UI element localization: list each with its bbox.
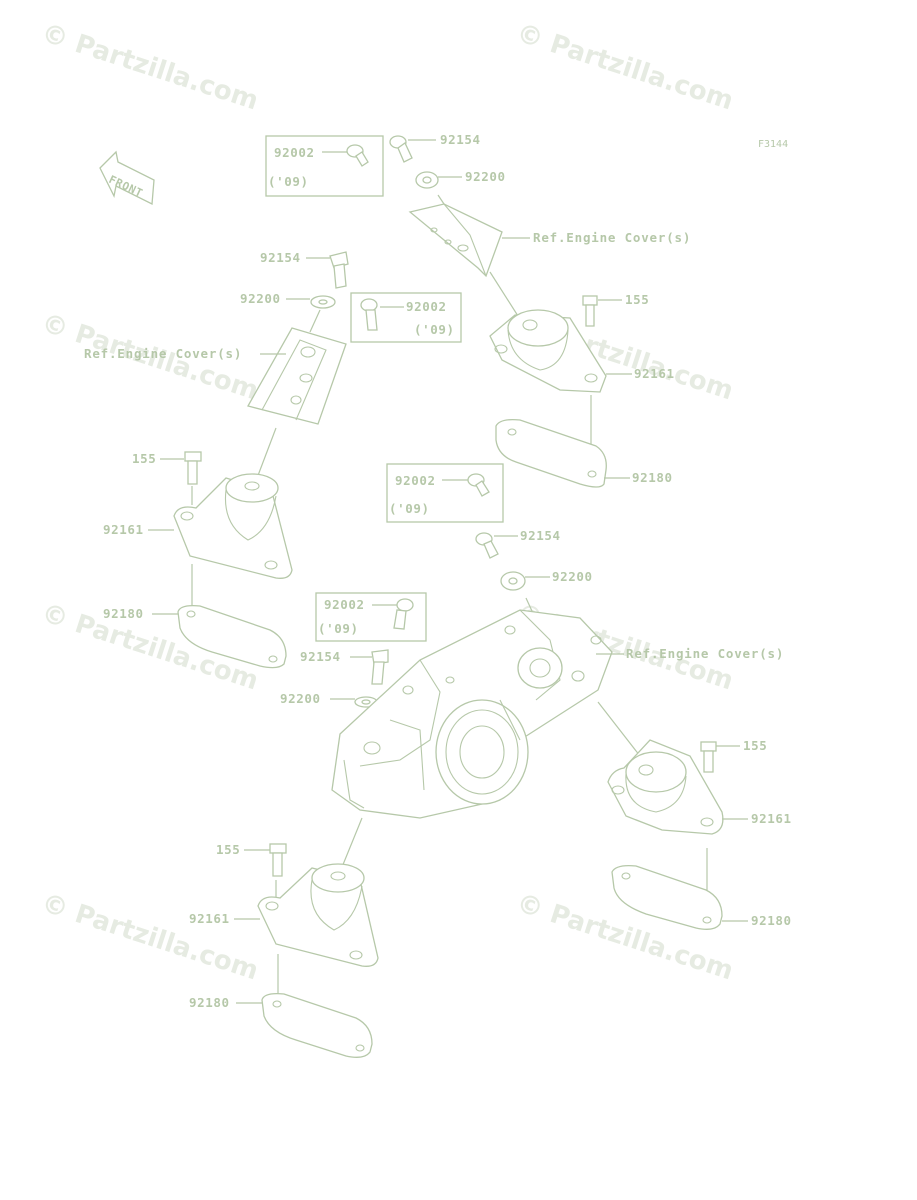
bolt-155-top-right: 155: [582, 292, 649, 327]
part-label-155: 155: [625, 292, 649, 307]
part-label-92200: 92200: [240, 291, 281, 306]
bolt-92154-center: 92154: [475, 528, 561, 559]
bolt-icon: [393, 598, 414, 630]
rubber-mount-bottom-right: 92161: [607, 739, 792, 835]
part-label-92002: 92002: [406, 299, 447, 314]
rubber-mount-bottom-left: 92161: [189, 863, 379, 967]
front-arrow-icon: FRONT: [99, 150, 155, 206]
plate-92180-left: 92180: [103, 604, 287, 669]
engine-case-bracket: Ref.Engine Cover(s): [331, 609, 784, 819]
part-label-92002: 92002: [274, 145, 315, 160]
part-label-92180: 92180: [632, 470, 673, 485]
bolt-icon: [360, 298, 378, 331]
washer-92200-top: 92200: [415, 169, 506, 189]
bolt-92154-lower: 92154: [300, 649, 389, 685]
watermark: © Partzilla.com: [38, 888, 262, 986]
part-label-155: 155: [743, 738, 767, 753]
part-label-92154: 92154: [520, 528, 561, 543]
bolt-155-bottom-left: 155: [216, 842, 287, 877]
washer-92200-left: 92200: [240, 291, 336, 309]
part-label-92180: 92180: [751, 913, 792, 928]
part-label-92161: 92161: [103, 522, 144, 537]
part-label-92161: 92161: [634, 366, 675, 381]
figure-code: F3144: [758, 139, 788, 150]
plate-92180-bottom-right: 92180: [611, 864, 792, 930]
year-note: ('09): [318, 621, 359, 636]
rubber-mount-top-right: 92161: [489, 309, 675, 393]
bolt-icon: [346, 144, 369, 167]
bolt-155-bottom-right: 155: [700, 738, 767, 773]
part-label-92161: 92161: [751, 811, 792, 826]
washer-92200-lower: 92200: [280, 691, 378, 708]
part-label-92154: 92154: [260, 250, 301, 265]
bolt-icon: [467, 473, 490, 497]
callout-box-92002-center: 92002 ('09): [386, 463, 504, 523]
part-label-92200: 92200: [280, 691, 321, 706]
watermark: © Partzilla.com: [513, 18, 737, 116]
part-label-92200: 92200: [465, 169, 506, 184]
year-note: ('09): [389, 501, 430, 516]
ref-engine-cover-label: Ref.Engine Cover(s): [626, 646, 784, 661]
part-label-92200: 92200: [552, 569, 593, 584]
watermark: © Partzilla.com: [38, 18, 262, 116]
plate-92180-top-right: 92180: [495, 418, 673, 488]
ref-engine-cover-label: Ref.Engine Cover(s): [533, 230, 691, 245]
part-label-92161: 92161: [189, 911, 230, 926]
callout-box-92002-mid: 92002 ('09): [350, 292, 462, 343]
part-label-92002: 92002: [324, 597, 365, 612]
part-label-155: 155: [132, 451, 156, 466]
bolt-155-left: 155: [132, 451, 202, 485]
year-note: ('09): [414, 322, 455, 337]
washer-92200-center: 92200: [500, 569, 593, 591]
engine-bracket-top: Ref.Engine Cover(s): [408, 203, 691, 278]
part-label-92154: 92154: [300, 649, 341, 664]
plate-92180-bottom-left: 92180: [189, 992, 373, 1058]
engine-bracket-left: Ref.Engine Cover(s): [84, 327, 347, 425]
part-label-155: 155: [216, 842, 240, 857]
part-label-92002: 92002: [395, 473, 436, 488]
part-label-92154: 92154: [440, 132, 481, 147]
rubber-mount-left: 92161: [103, 473, 293, 579]
year-note: ('09): [268, 174, 309, 189]
part-label-92180: 92180: [103, 606, 144, 621]
bolt-92154-left: 92154: [260, 250, 349, 289]
part-label-92180: 92180: [189, 995, 230, 1010]
ref-engine-cover-label: Ref.Engine Cover(s): [84, 346, 242, 361]
bolt-92154-top: 92154: [389, 132, 481, 163]
callout-box-92002-lower: 92002 ('09): [315, 592, 427, 642]
callout-box-92002-top: 92002 ('09): [265, 135, 384, 197]
